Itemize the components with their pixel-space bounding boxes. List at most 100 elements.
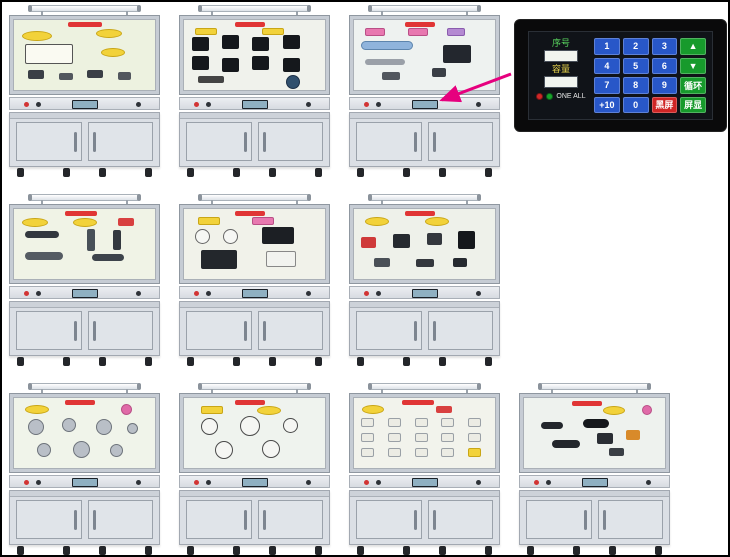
keypad-key-screen-off: 黑屏 xyxy=(651,96,678,113)
door-handle xyxy=(73,320,77,341)
board-item xyxy=(583,419,610,428)
keypad-key-3: 3 xyxy=(651,38,678,55)
caster-wheel xyxy=(187,546,194,555)
demo-cabinet-5 xyxy=(177,194,332,366)
caster-wheel xyxy=(99,357,106,366)
door-handle xyxy=(413,509,417,530)
board-item xyxy=(625,430,640,441)
board-item xyxy=(261,227,294,245)
board-item xyxy=(64,400,95,406)
all-indicator xyxy=(546,93,554,100)
display-board-frame xyxy=(349,393,500,473)
board-item xyxy=(200,249,237,269)
cabinet-base xyxy=(179,112,330,167)
caster-wheel xyxy=(655,546,662,555)
lamp-bracket xyxy=(211,11,214,16)
lamp-endcap xyxy=(477,383,482,390)
door-handle xyxy=(262,320,266,341)
cabinet-base xyxy=(179,490,330,545)
board-item xyxy=(404,22,435,28)
caster-wheel xyxy=(269,168,276,177)
caster-wheel xyxy=(145,546,152,555)
board-item xyxy=(642,405,653,415)
lamp-endcap xyxy=(367,383,372,390)
demo-cabinet-8 xyxy=(177,383,332,555)
lcd-screen xyxy=(412,101,437,108)
fluorescent-lamp xyxy=(27,194,142,201)
caster-wheel xyxy=(63,546,70,555)
board-item xyxy=(468,433,482,442)
caster-wheel xyxy=(187,168,194,177)
power-button xyxy=(206,480,211,485)
keypad-key-page-up: ▲ xyxy=(680,38,706,55)
board-item xyxy=(261,440,280,458)
cabinet-base xyxy=(349,301,500,356)
board-item xyxy=(393,234,411,249)
left-door xyxy=(15,500,82,539)
keypad-key-6: 6 xyxy=(651,57,678,74)
base-top-edge xyxy=(180,113,329,119)
lamp-bracket xyxy=(295,389,298,394)
right-door xyxy=(427,122,494,161)
caster-wheel xyxy=(233,168,240,177)
lamp-endcap xyxy=(197,5,202,12)
board-item xyxy=(61,417,76,432)
door-handle xyxy=(243,320,247,341)
power-button xyxy=(206,102,211,107)
cabinet-base xyxy=(179,301,330,356)
board-item xyxy=(458,231,476,250)
right-door xyxy=(257,122,324,161)
lamp-endcap xyxy=(477,5,482,12)
board-item xyxy=(222,35,240,50)
display-board-frame xyxy=(179,393,330,473)
demo-cabinet-2 xyxy=(177,5,332,177)
board-content xyxy=(183,208,326,280)
board-item xyxy=(73,218,98,228)
caster-wheel xyxy=(17,546,24,555)
display-board-frame xyxy=(179,204,330,284)
door-handle xyxy=(432,320,436,341)
control-strip xyxy=(9,475,160,488)
left-door xyxy=(355,500,422,539)
board-item xyxy=(362,405,385,414)
lamp-bracket xyxy=(211,200,214,205)
fluorescent-lamp xyxy=(537,383,652,390)
caster-wheel xyxy=(145,168,152,177)
board-content xyxy=(353,397,496,469)
caster-wheel xyxy=(269,546,276,555)
keylock-button xyxy=(306,480,311,485)
left-door xyxy=(15,311,82,350)
caster-wheel xyxy=(485,546,492,555)
lamp-bracket xyxy=(465,11,468,16)
caster-wheel xyxy=(403,546,410,555)
control-strip xyxy=(349,286,500,299)
right-door xyxy=(257,311,324,350)
lcd-display xyxy=(241,289,268,298)
board-item xyxy=(59,72,74,80)
board-item xyxy=(401,400,434,406)
keypad-key-5: 5 xyxy=(622,57,649,74)
lcd-screen xyxy=(72,479,97,486)
cabinet-base xyxy=(349,490,500,545)
board-item xyxy=(361,237,377,248)
display-board-frame xyxy=(179,15,330,95)
board-item xyxy=(251,36,269,51)
lamp-endcap xyxy=(137,383,142,390)
power-indicator xyxy=(24,480,29,485)
board-item xyxy=(282,35,300,50)
caster-wheel xyxy=(485,168,492,177)
board-item xyxy=(414,448,428,458)
lcd-display xyxy=(241,478,268,487)
caster-wheel xyxy=(315,168,322,177)
board-item xyxy=(442,45,471,64)
lcd-screen xyxy=(412,290,437,297)
keypad-key-plus10: +10 xyxy=(594,96,620,113)
board-item xyxy=(118,218,135,227)
board-item xyxy=(25,43,74,64)
control-strip xyxy=(519,475,670,488)
left-door xyxy=(185,500,252,539)
lamp-bracket xyxy=(41,389,44,394)
board-item xyxy=(95,419,112,435)
demo-cabinet-1 xyxy=(7,5,162,177)
